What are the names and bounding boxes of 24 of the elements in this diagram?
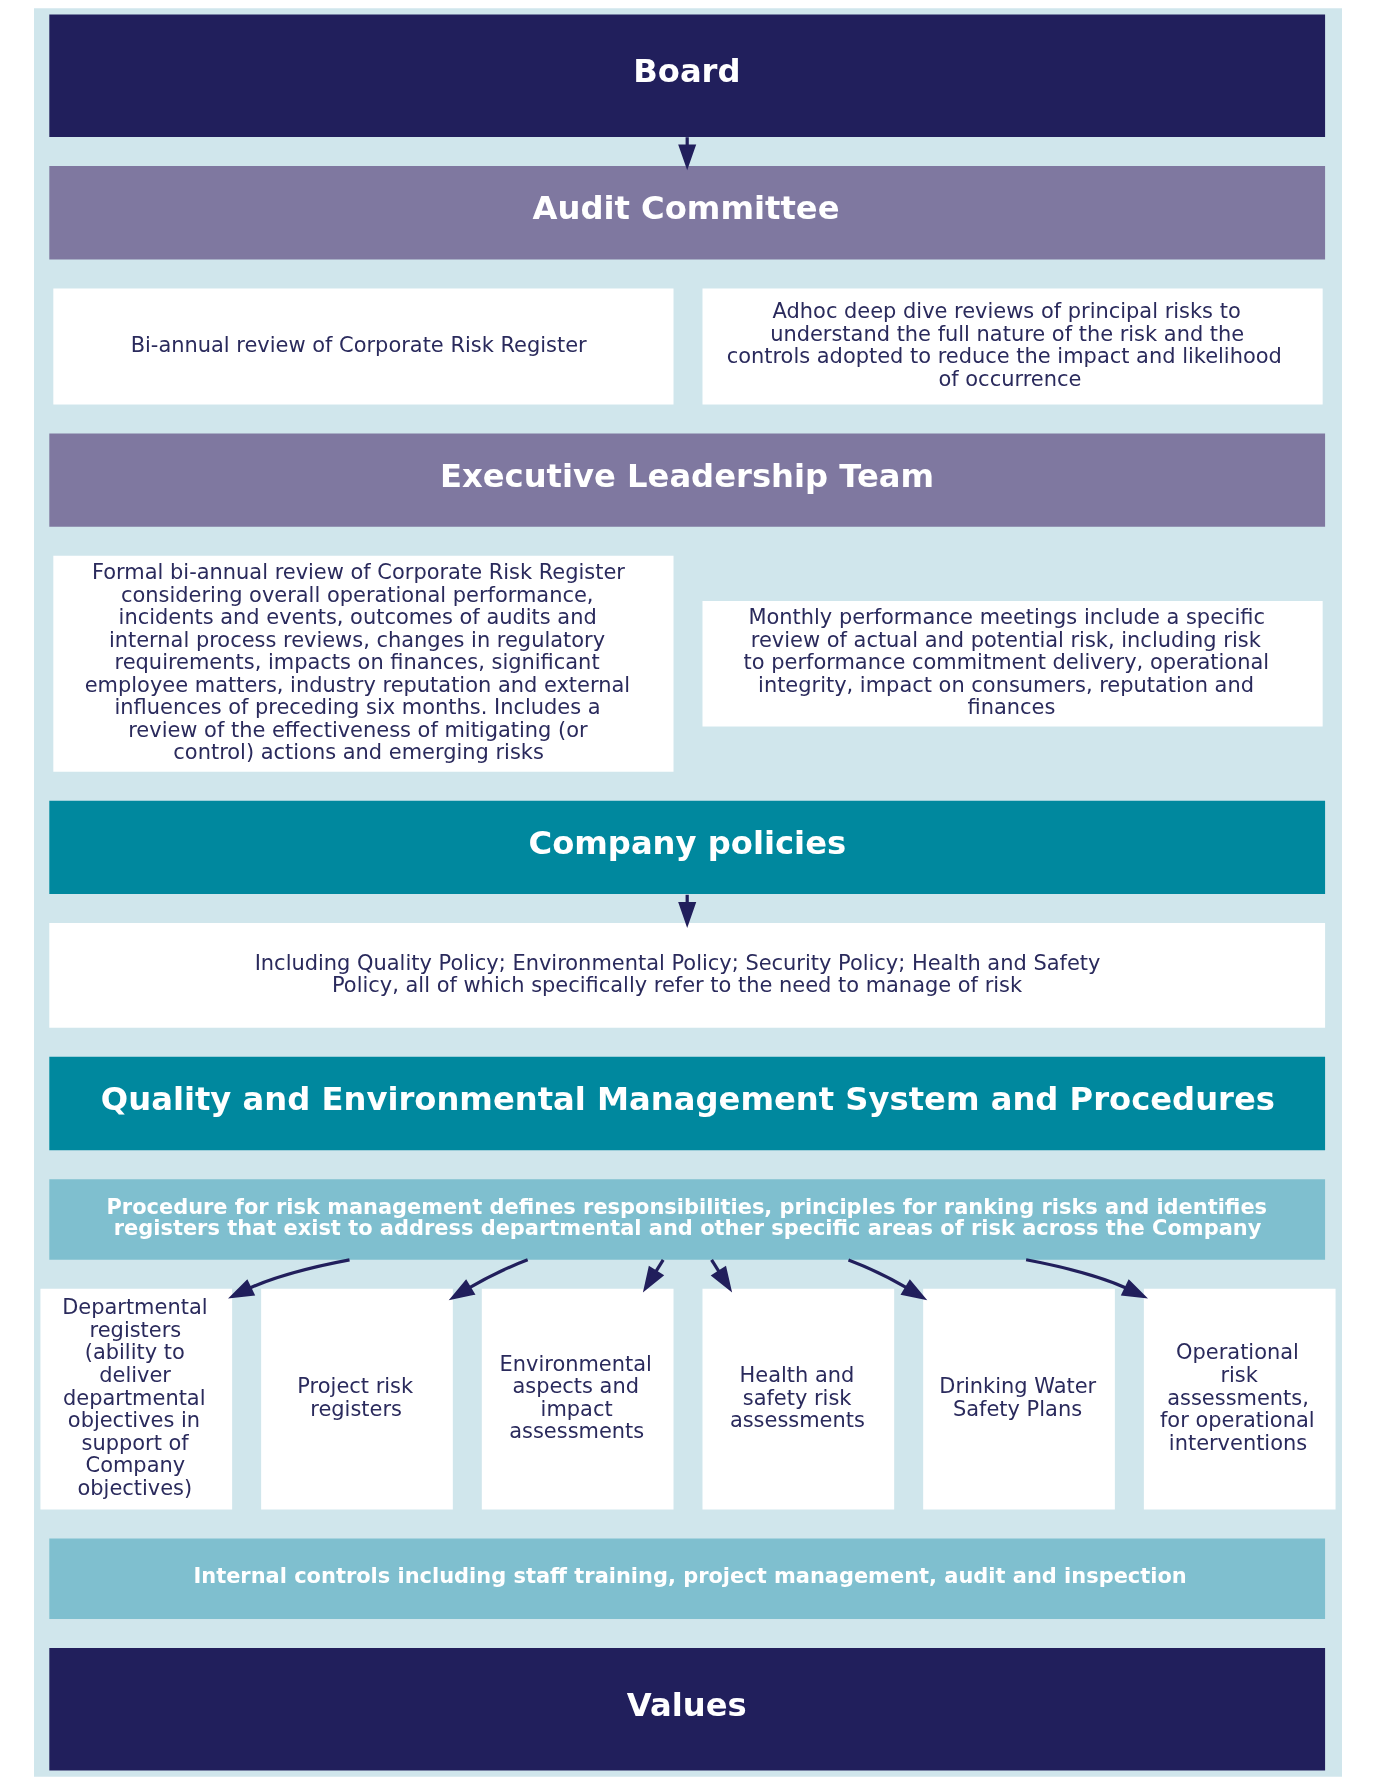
arrow [448,1258,528,1301]
node-box: Values [48,1648,1325,1771]
node-box: Including Quality Policy; Environmental Policy; Security Policy; Health and Safety Policy, all of which specifically refer to the need to manage of risk [48,923,1325,1028]
arrow [1025,1258,1148,1299]
node-box: Operational risk assessments, for operational interventions [1143,1288,1336,1510]
node-box: Drinking Water Safety Plans [922,1288,1115,1510]
node-box: Internal controls including staff training, project management, audit and inspection [48,1538,1325,1619]
node-box: Audit Committee [48,166,1325,260]
node-box: Board [48,14,1325,137]
node-box: Bi-annual review of Corporate Risk Register [52,288,673,405]
node-box: Adhoc deep dive reviews of principal risks to understand the full nature of the risk and the controls adopted to reduce the impact and likelihood of occurrence [702,288,1323,405]
node-box: Health and safety risk assessments [702,1288,894,1510]
arrow [847,1258,927,1301]
node-box: Procedure for risk management defines responsibilities, principles for ranking risks and identifies registers that exist to address departmental and other specific areas of risk across the Company [48,1179,1325,1260]
arrow [642,1258,665,1293]
node-box: Company policies [48,800,1325,895]
arrow [227,1258,350,1299]
node-box: Project risk registers [260,1288,453,1510]
node-box: Departmental registers (ability to deliver departmental objectives in support of Company objectives) [39,1288,232,1510]
node-box: Executive Leadership Team [48,433,1325,527]
node-box: Environmental aspects and impact assessments [481,1288,673,1510]
node-box: Formal bi-annual review of Corporate Risk Register considering overall operational performance, incidents and events, outcomes of audits and internal process reviews, changes in regulatory requirements, impacts on finances, significant employee matters, industry reputation and external influences of preceding six months. Includes a review of the effectiveness of mitigating (or control) actions and emerging risks [52,555,673,772]
node-box: Monthly performance meetings include a specific review of actual and potential risk, including risk to performance commitment delivery, operational integrity, impact on consumers, reputation and finances [702,600,1323,727]
node-box: Quality and Environmental Management System and Procedures [48,1056,1325,1151]
